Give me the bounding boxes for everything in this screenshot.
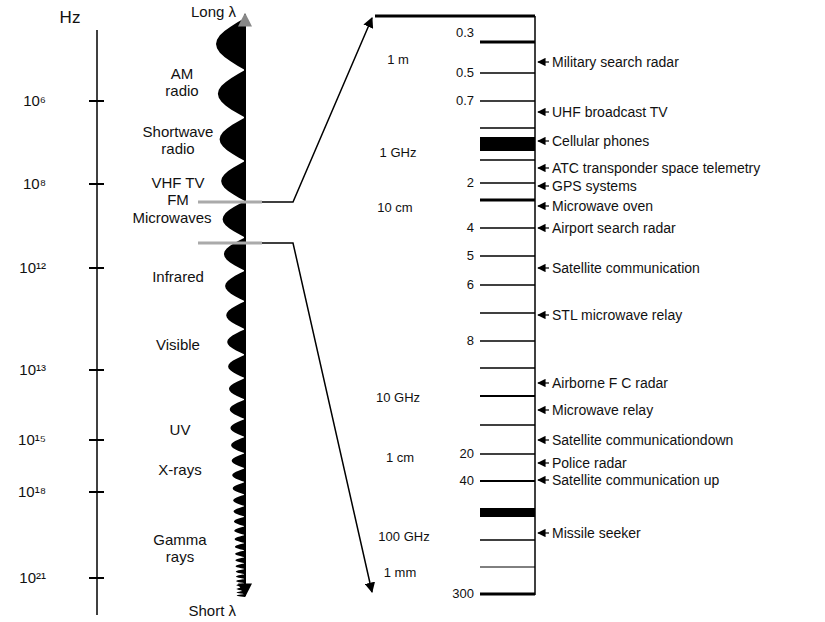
- frequency-label: 10¹⁸: [18, 483, 46, 500]
- frequency-label: 10¹²: [19, 259, 46, 276]
- tick-number: 5: [467, 249, 474, 264]
- tick-number: 20: [460, 447, 474, 462]
- application-label: STL microwave relay: [552, 307, 682, 323]
- frequency-label: 10¹⁵: [18, 431, 46, 448]
- tick-number: 300: [452, 587, 474, 602]
- scale-band: [480, 137, 535, 151]
- band-label: FM: [167, 191, 189, 208]
- scale-top-bar: [375, 15, 535, 18]
- wavelength-label: Short λ: [188, 602, 236, 619]
- frequency-label: 10¹³: [19, 361, 46, 378]
- tick-number: 0.5: [456, 66, 474, 81]
- application-label: ATC transponder space telemetry: [552, 160, 760, 176]
- application-label: Satellite communicationdown: [552, 432, 733, 448]
- wave-shape: [216, 18, 245, 597]
- application-label: Airborne F C radar: [552, 375, 668, 391]
- band-marker: [198, 201, 262, 204]
- application-label: Military search radar: [552, 54, 679, 70]
- application-label: GPS systems: [552, 178, 637, 194]
- zoom-line: [262, 18, 372, 202]
- application-label: Cellular phones: [552, 133, 649, 149]
- tick-number: 40: [460, 474, 474, 489]
- wavelength-label: Long λ: [191, 3, 236, 20]
- frequency-label: 10⁶: [23, 92, 46, 109]
- band-marker: [198, 242, 262, 245]
- band-label: Visible: [156, 336, 200, 353]
- application-label: Missile seeker: [552, 525, 641, 541]
- tick-number: 4: [467, 221, 474, 236]
- tick-number: 2: [467, 176, 474, 191]
- application-label: UHF broadcast TV: [552, 104, 668, 120]
- band-label: Gamma rays: [150, 531, 210, 566]
- application-label: Satellite communication up: [552, 472, 719, 488]
- frequency-axis: [96, 30, 98, 615]
- wavelength-arrow: [244, 14, 246, 596]
- band-label: AM radio: [152, 65, 212, 100]
- pointer-arrows: [538, 62, 549, 533]
- application-label: Microwave oven: [552, 198, 653, 214]
- axis-unit: Hz: [60, 8, 81, 28]
- scale-label: 10 cm: [377, 201, 412, 216]
- application-label: Satellite communication: [552, 260, 700, 276]
- scale-label: 1 GHz: [380, 146, 417, 161]
- wave-illustration: [216, 18, 245, 597]
- scale-label: 1 mm: [384, 566, 417, 581]
- application-label: Police radar: [552, 455, 627, 471]
- axis-ticks: [89, 101, 104, 578]
- scale-band: [480, 508, 535, 517]
- zoom-line: [262, 243, 372, 592]
- tick-number: 0.3: [456, 26, 474, 41]
- band-label: VHF TV: [151, 174, 204, 191]
- band-label: Infrared: [152, 268, 204, 285]
- band-label: UV: [170, 421, 191, 438]
- band-label: Microwaves: [132, 209, 211, 226]
- scale-label: 1 m: [387, 53, 409, 68]
- band-label: Shortwave radio: [136, 123, 221, 158]
- band-label: X-rays: [158, 461, 201, 478]
- scale-label: 100 GHz: [378, 530, 429, 545]
- scale-label: 10 GHz: [376, 391, 420, 406]
- scale-label: 1 cm: [386, 451, 414, 466]
- frequency-label: 10²¹: [19, 569, 46, 586]
- application-label: Airport search radar: [552, 220, 676, 236]
- frequency-label: 10⁸: [23, 175, 46, 192]
- tick-number: 8: [467, 334, 474, 349]
- tick-number: 0.7: [456, 94, 474, 109]
- tick-number: 6: [467, 278, 474, 293]
- application-label: Microwave relay: [552, 402, 653, 418]
- scale-ticks: [480, 42, 535, 594]
